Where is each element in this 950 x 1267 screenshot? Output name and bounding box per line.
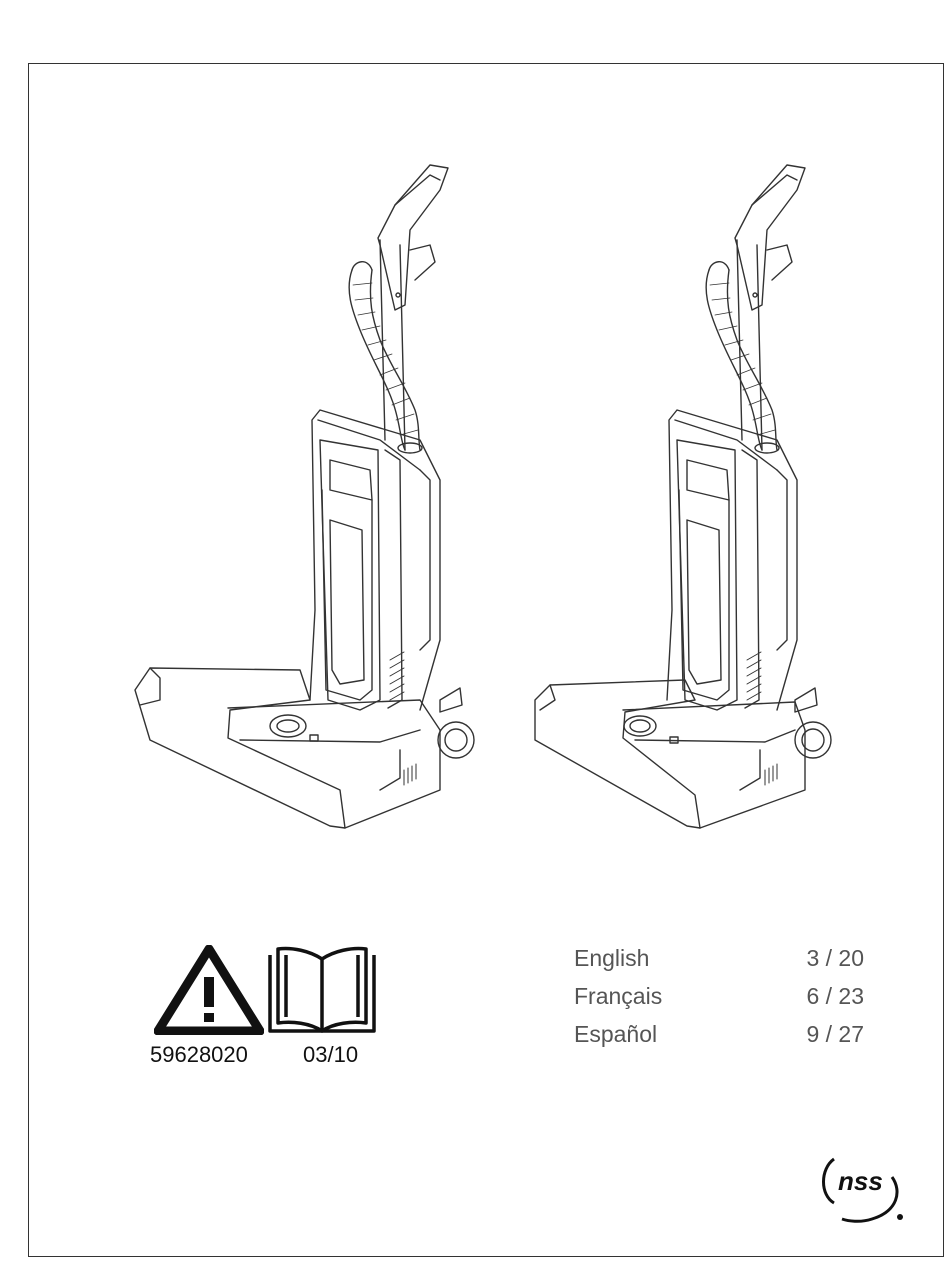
language-row-spanish: Español 9 / 27 — [574, 1021, 864, 1059]
part-number: 59628020 — [150, 1042, 248, 1068]
language-pages: 3 / 20 — [806, 945, 864, 983]
vacuum-right — [535, 165, 831, 828]
language-row-english: English 3 / 20 — [574, 945, 864, 983]
warning-triangle-icon — [154, 945, 264, 1035]
language-name: Français — [574, 983, 662, 1021]
language-pages: 6 / 23 — [806, 983, 864, 1021]
vacuum-illustrations — [0, 0, 950, 900]
language-name: English — [574, 945, 649, 983]
language-index: English 3 / 20 Français 6 / 23 Español 9… — [574, 945, 864, 1059]
manual-book-icon — [266, 945, 378, 1035]
language-row-french: Français 6 / 23 — [574, 983, 864, 1021]
language-name: Español — [574, 1021, 657, 1059]
edition-date: 03/10 — [303, 1042, 358, 1068]
language-pages: 9 / 27 — [806, 1021, 864, 1059]
nss-logo: nss — [812, 1147, 912, 1227]
vacuum-left — [135, 165, 474, 828]
nss-logo-text: nss — [838, 1166, 883, 1196]
